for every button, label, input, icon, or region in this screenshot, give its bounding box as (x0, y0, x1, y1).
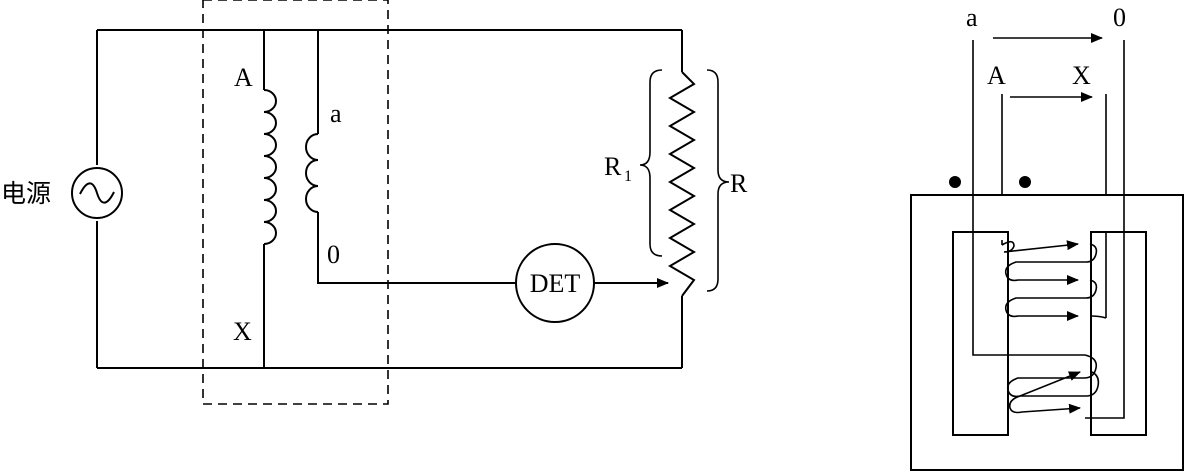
label-0: 0 (327, 240, 340, 269)
polarity-dot-A (1019, 176, 1031, 188)
label-a: a (330, 99, 342, 128)
secondary-turns (1006, 354, 1100, 414)
core-window-right (1090, 231, 1147, 436)
label-R1-subscript: 1 (624, 168, 632, 185)
tr-label-A: A (987, 61, 1006, 90)
primary-turns (1001, 240, 1107, 321)
primary-coil (263, 89, 277, 245)
polarity-dot-a (949, 176, 961, 188)
r-brace (706, 69, 730, 292)
detector: DET (515, 243, 669, 323)
primary-winding: A X (233, 30, 277, 368)
ac-source-circle (71, 167, 123, 219)
transformer-core-drawing: a 0 A X (910, 3, 1184, 471)
source-label: 电源 (1, 179, 51, 208)
ac-source: 电源 (1, 167, 123, 219)
label-A: A (234, 63, 253, 92)
label-R1: R (604, 152, 622, 181)
sine-icon (79, 182, 115, 204)
variable-resistor: R 1 R (604, 69, 748, 297)
label-R: R (730, 169, 748, 198)
core-outer (910, 194, 1184, 471)
tr-label-X: X (1072, 61, 1091, 90)
secondary-winding: a 0 (305, 30, 516, 284)
tr-label-a: a (966, 3, 978, 32)
r1-brace (639, 69, 663, 257)
transformer-dashed-box (202, 0, 389, 405)
lead-a (972, 40, 1085, 356)
secondary-coil (305, 133, 319, 213)
resistor-zigzag (668, 71, 696, 297)
core-window-left (952, 231, 1009, 436)
lead-0 (1085, 40, 1125, 419)
bridge-circuit: 电源 A X a 0 DET (1, 0, 748, 405)
detector-label: DET (530, 269, 581, 298)
label-X: X (233, 317, 252, 346)
tr-label-0: 0 (1113, 3, 1126, 32)
